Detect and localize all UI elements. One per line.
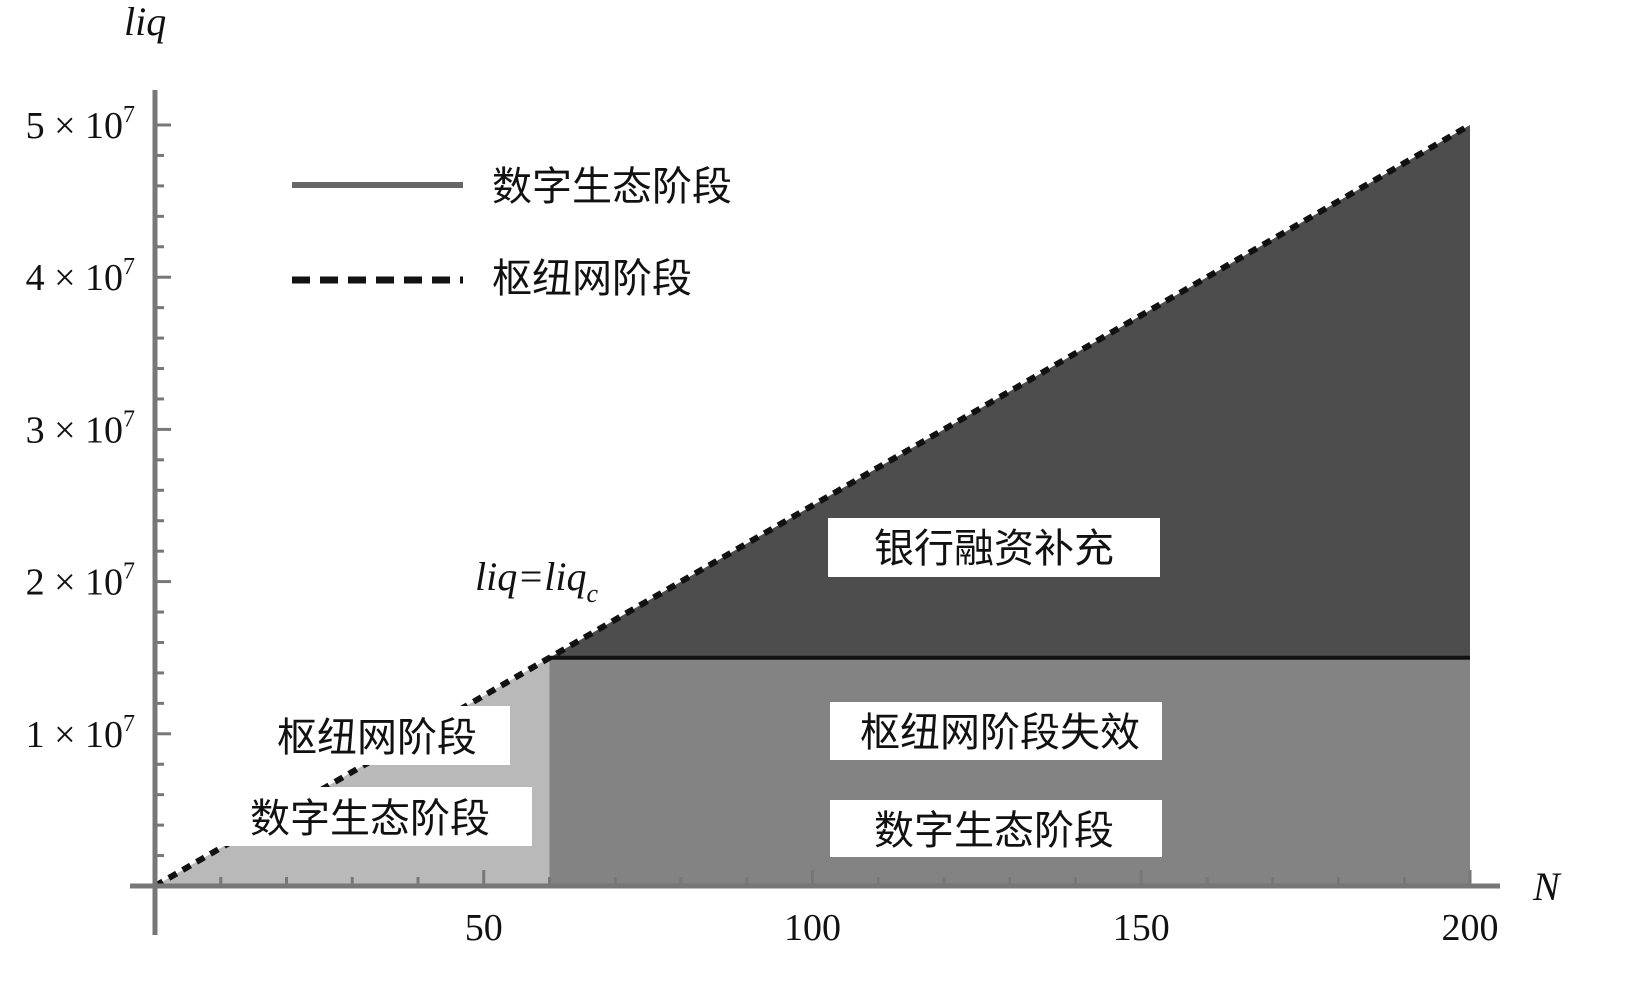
left-hub-box bbox=[255, 706, 510, 765]
legend-label-digital: 数字生态阶段 bbox=[492, 164, 732, 209]
region-hub-fail bbox=[549, 657, 1470, 886]
bank-label-box bbox=[828, 518, 1160, 577]
y-tick-label: 4 × 107 bbox=[26, 254, 135, 299]
x-tick-label: 50 bbox=[465, 907, 503, 949]
y-axis-title: liq bbox=[124, 0, 166, 44]
left-digital-box bbox=[222, 787, 532, 846]
x-tick-label: 200 bbox=[1442, 907, 1499, 949]
left-hub-label: 枢纽网阶段 bbox=[277, 715, 477, 760]
right-hub-fail-box bbox=[830, 702, 1162, 760]
dashed-hub-line bbox=[153, 122, 1472, 889]
left-digital-label: 数字生态阶段 bbox=[250, 796, 490, 841]
bank-financing-label: 银行融资补充 bbox=[874, 526, 1114, 571]
x-tick-label: 150 bbox=[1113, 907, 1170, 949]
curve-label: liq=liqc bbox=[475, 554, 598, 608]
right-hub-fail-label: 枢纽网阶段失效 bbox=[860, 710, 1140, 755]
x-tick-label: 100 bbox=[784, 907, 841, 949]
legend-label-hub: 枢纽网阶段 bbox=[492, 256, 692, 301]
y-tick-label: 1 × 107 bbox=[26, 711, 135, 756]
y-tick-label: 5 × 107 bbox=[26, 102, 135, 147]
y-tick-label: 2 × 107 bbox=[26, 559, 135, 604]
y-tick-label: 3 × 107 bbox=[26, 406, 135, 451]
right-digital-box bbox=[830, 800, 1162, 857]
right-digital-label: 数字生态阶段 bbox=[874, 808, 1114, 853]
x-axis-title: N bbox=[1532, 864, 1562, 909]
